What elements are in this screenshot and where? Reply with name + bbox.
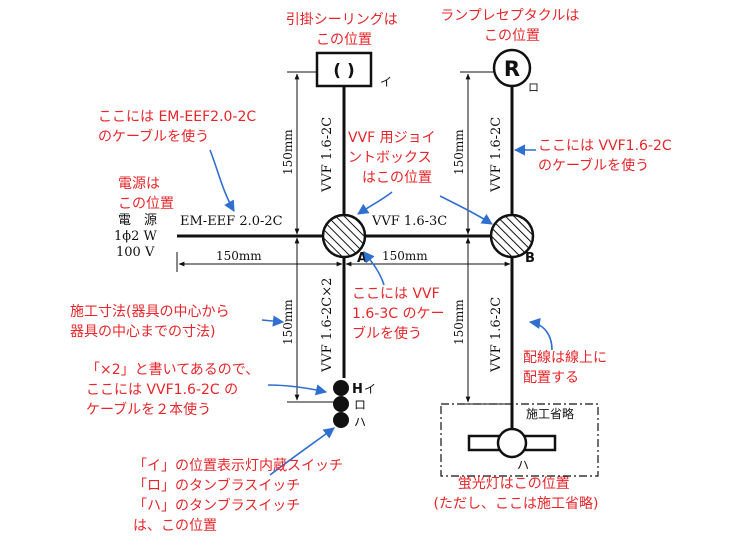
power-source-label-1: 電 源	[118, 213, 157, 228]
annotation-dimension-rule: 施工寸法(器具の中心から 器具の中心までの寸法)	[70, 304, 234, 340]
annotation-vvf-3c: ここには VVF 1.6-3C のケー ブルを使う	[352, 286, 449, 342]
cable-label-lower-right: VVF 1.6-2C	[489, 297, 504, 373]
cable-label-upper-left: VVF 1.6-2C	[320, 117, 335, 193]
dim-label-h-right: 150mm	[382, 249, 428, 263]
annotation-times-two: 「×2」と書いてあるので、 ここには VVF1.6-2C の ケーブルを２本使う	[86, 362, 264, 418]
fluorescent-label-ha: ハ	[517, 458, 529, 472]
ceiling-rosette-symbol	[315, 51, 373, 88]
dim-label-v-lower-right: 150mm	[452, 299, 466, 345]
rosette-label-i: イ	[380, 75, 392, 89]
arrow-vvf-3c	[363, 251, 385, 286]
construction-omitted-label: 施工省略	[526, 406, 574, 421]
arrow-switches	[269, 427, 335, 476]
joint-box-a	[321, 213, 367, 259]
annotation-ceiling-rosette: 引掛シーリングは この位置	[286, 12, 402, 48]
dim-label-v-upper-right: 150mm	[452, 129, 466, 175]
wiring-lines	[177, 86, 514, 430]
switch-ro-label: ロ	[354, 398, 366, 412]
arrow-dimension	[261, 315, 285, 327]
receptacle-symbol-text: R	[504, 57, 520, 81]
annotation-arrows	[209, 144, 553, 476]
annotation-joint-box: VVF 用ジョイ ントボックス はこの位置	[348, 130, 440, 186]
power-source-label-3: 100 V	[116, 245, 155, 260]
joint-box-a-label: A	[357, 251, 367, 266]
cable-label-3c: VVF 1.6-3C	[371, 214, 447, 229]
cable-label-lower-left: VVF 1.6-2C×2	[320, 278, 335, 373]
annotation-fluorescent: 蛍光灯はこの位置 (ただし、ここは施工省略)	[434, 476, 599, 512]
arrow-wiring-on-line	[528, 317, 553, 351]
annotation-eef-cable: ここには EM-EEF2.0-2C のケーブルを使う	[98, 109, 261, 145]
annotation-power-position: 電源は この位置	[118, 176, 174, 212]
switch-h-label: H	[352, 382, 363, 397]
rosette-symbol-text: ( )	[333, 61, 354, 81]
switch-i	[333, 380, 349, 396]
arrow-joint-box-b	[439, 195, 493, 225]
arrow-times-two	[267, 384, 328, 396]
cable-label-eef: EM-EEF 2.0-2C	[180, 214, 283, 229]
switch-ha-label: ハ	[354, 415, 366, 429]
cable-label-upper-right: VVF 1.6-2C	[489, 117, 504, 193]
dim-label-v-upper-left: 150mm	[281, 129, 295, 175]
switch-ha	[333, 412, 349, 428]
arrow-eef	[209, 149, 235, 212]
annotation-switches: 「イ」の位置表示灯内蔵スイッチ 「ロ」のタンブラスイッチ 「ハ」のタンブラスイッ…	[133, 458, 347, 534]
lamp-receptacle-symbol	[492, 48, 532, 88]
power-source-label-2: 1ϕ2 W	[114, 229, 158, 244]
switch-i-label: イ	[364, 382, 376, 396]
joint-box-b	[489, 213, 535, 259]
construction-omitted-box	[440, 403, 599, 477]
fluorescent-symbol	[496, 427, 528, 459]
joint-box-b-label: B	[525, 251, 535, 266]
switch-ro	[333, 396, 349, 412]
annotation-wiring-on-line: 配線は線上に 配置する	[523, 350, 611, 386]
annotation-vvf-upper-right: ここには VVF1.6-2C のケーブルを使う	[538, 138, 676, 174]
arrow-joint-box-a	[357, 191, 393, 215]
receptacle-label-ro: ロ	[528, 81, 539, 94]
dim-label-v-lower-left: 150mm	[281, 299, 295, 345]
annotation-receptacle: ランプレセプタクルは この位置	[440, 8, 584, 44]
dim-label-h-left: 150mm	[216, 249, 262, 263]
